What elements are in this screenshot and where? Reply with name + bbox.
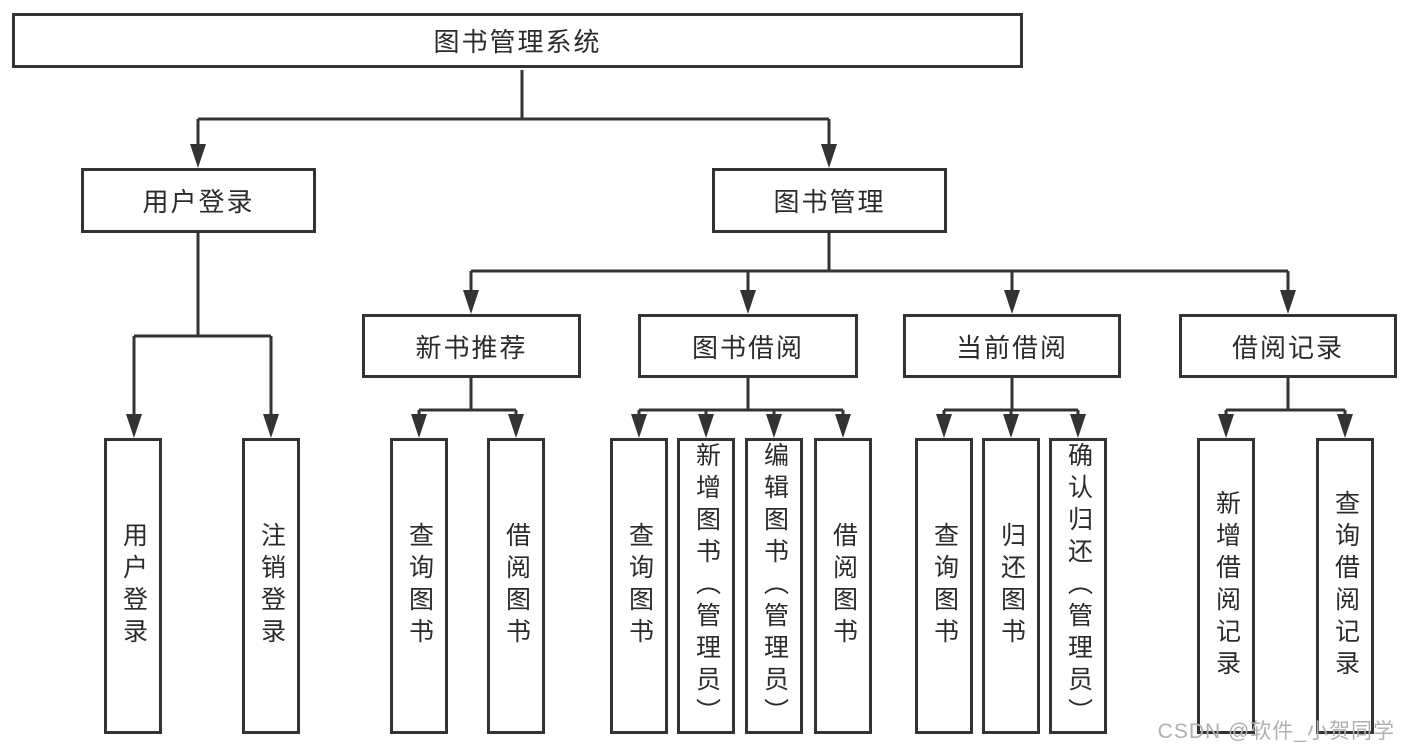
node-label: 确认归还（管理员）	[1064, 442, 1093, 730]
arrow-icons	[126, 119, 1353, 438]
node-label: 查询图书	[405, 522, 434, 650]
leaf-edit-books-admin: 编辑图书（管理员）	[745, 438, 803, 734]
node-label: 查询图书	[625, 522, 654, 650]
node-label: 查询图书	[930, 522, 959, 650]
node-borrowing-records: 借阅记录	[1179, 314, 1397, 378]
leaf-add-borrowing-record: 新增借阅记录	[1197, 438, 1255, 734]
node-book-management: 图书管理	[712, 168, 947, 233]
node-current-borrowing: 当前借阅	[903, 314, 1121, 378]
leaf-logout: 注销登录	[242, 438, 300, 734]
leaf-query-borrowing-record: 查询借阅记录	[1316, 438, 1374, 734]
leaf-query-books-current: 查询图书	[915, 438, 973, 734]
leaf-return-books: 归还图书	[982, 438, 1040, 734]
node-label: 用户登录	[119, 522, 148, 650]
node-label: 查询借阅记录	[1331, 490, 1360, 682]
node-label: 借阅图书	[829, 522, 858, 650]
node-book-borrowing: 图书借阅	[638, 314, 858, 378]
node-library-management-system: 图书管理系统	[12, 13, 1023, 68]
node-label: 图书管理系统	[433, 27, 602, 57]
leaf-borrow-books-borrowing: 借阅图书	[814, 438, 872, 734]
node-label: 用户登录	[142, 187, 255, 217]
node-label: 编辑图书（管理员）	[760, 442, 789, 730]
leaf-add-books-admin: 新增图书（管理员）	[677, 438, 735, 734]
node-user-login: 用户登录	[81, 168, 316, 233]
leaf-borrow-books-recommend: 借阅图书	[487, 438, 545, 734]
node-label: 图书管理	[773, 187, 886, 217]
node-label: 注销登录	[257, 522, 286, 650]
node-label: 新增借阅记录	[1212, 490, 1241, 682]
leaf-confirm-return-admin: 确认归还（管理员）	[1049, 438, 1107, 734]
node-label: 图书借阅	[691, 332, 804, 363]
node-label: 新增图书（管理员）	[692, 442, 721, 730]
node-label: 当前借阅	[955, 332, 1068, 363]
node-new-book-recommendation: 新书推荐	[362, 314, 581, 378]
watermark: CSDN @软件_小贺同学	[1157, 720, 1395, 743]
tree-branch-lines	[134, 70, 1345, 412]
node-label: 借阅记录	[1231, 332, 1344, 363]
leaf-query-books-borrowing: 查询图书	[610, 438, 668, 734]
node-label: 新书推荐	[415, 332, 528, 363]
leaf-user-login: 用户登录	[104, 438, 162, 734]
node-label: 归还图书	[997, 522, 1026, 650]
node-label: 借阅图书	[502, 522, 531, 650]
leaf-query-books-recommend: 查询图书	[390, 438, 448, 734]
